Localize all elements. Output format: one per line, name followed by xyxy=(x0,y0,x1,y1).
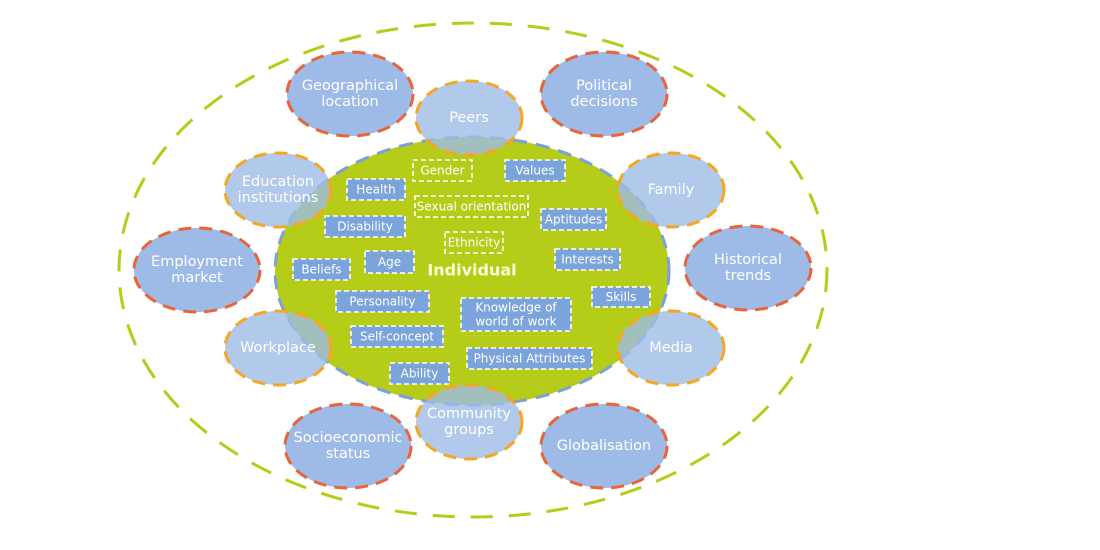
factor-label: Interests xyxy=(561,252,614,266)
individual-factor-personality: Personality xyxy=(335,290,430,313)
societal-factor-shape xyxy=(283,402,413,490)
individual-factor-aptitudes: Aptitudes xyxy=(540,208,607,231)
factor-box xyxy=(324,215,406,238)
social-factor-shape xyxy=(223,309,333,387)
societal-factor-shape xyxy=(285,50,415,138)
social-factor-peers: Peers xyxy=(414,79,524,157)
social-factor-label: Media xyxy=(649,340,693,356)
social-factor-label: Workplace xyxy=(240,340,316,356)
factor-label: Aptitudes xyxy=(545,212,602,226)
social-factor-shape xyxy=(616,309,726,387)
factor-box xyxy=(389,362,450,385)
social-factor-workplace: Workplace xyxy=(223,309,333,387)
social-factor-shape xyxy=(223,151,333,229)
factor-label: Health xyxy=(356,182,395,196)
social-factor-label: Family xyxy=(648,182,695,198)
factor-box xyxy=(335,290,430,313)
factor-label: Beliefs xyxy=(301,262,341,276)
social-factor-shape xyxy=(616,151,726,229)
individual-factor-skills: Skills xyxy=(591,286,651,308)
factor-label: Age xyxy=(378,255,401,269)
factor-box xyxy=(346,178,406,201)
factor-label: Disability xyxy=(337,219,393,233)
factor-label: Skills xyxy=(606,290,637,304)
individual-factor-health: Health xyxy=(346,178,406,201)
factor-box xyxy=(554,248,621,271)
factor-label: Values xyxy=(515,163,554,177)
individual-factor-physical-attributes: Physical Attributes xyxy=(466,347,593,370)
individual-factor-ethnicity: Ethnicity xyxy=(444,231,504,254)
societal-factor-shape xyxy=(683,224,813,312)
outer-boundary-ring xyxy=(117,21,829,519)
societal-factor-globalisation: Globalisation xyxy=(539,402,669,490)
factor-label: Gender xyxy=(420,163,464,177)
social-factor-family: Family xyxy=(616,151,726,229)
social-factor-media: Media xyxy=(616,309,726,387)
social-factor-label: Peers xyxy=(449,110,489,126)
factor-box xyxy=(414,195,529,218)
individual-factor-self-concept: Self-concept xyxy=(350,325,444,348)
societal-factor-shape xyxy=(132,226,262,314)
individual-factor-interests: Interests xyxy=(554,248,621,271)
factor-box xyxy=(540,208,607,231)
factor-box xyxy=(350,325,444,348)
individual-factor-disability: Disability xyxy=(324,215,406,238)
social-factor-shape xyxy=(414,79,524,157)
factor-label: Physical Attributes xyxy=(474,351,586,365)
factor-box xyxy=(504,159,566,182)
individual-factor-beliefs: Beliefs xyxy=(292,258,351,281)
factor-box xyxy=(460,297,572,332)
factor-label: Self-concept xyxy=(360,329,434,343)
individual-factor-values: Values xyxy=(504,159,566,182)
individual-factor-sexual-orientation: Sexual orientation xyxy=(414,195,529,218)
individual-factor-ability: Ability xyxy=(389,362,450,385)
societal-factor-shape xyxy=(539,402,669,490)
societal-factor-shape xyxy=(539,50,669,138)
factor-box xyxy=(591,286,651,308)
individual-factor-gender: Gender xyxy=(412,159,473,182)
factor-label: Personality xyxy=(349,294,415,308)
individual-label: Individual xyxy=(427,261,516,280)
factor-label: Ethnicity xyxy=(448,235,501,249)
factor-box xyxy=(292,258,351,281)
factor-box xyxy=(466,347,593,370)
factor-label: Ability xyxy=(401,366,439,380)
societal-factor-label: Globalisation xyxy=(557,438,652,454)
factor-label: Sexual orientation xyxy=(417,199,527,213)
factor-box xyxy=(364,250,415,274)
factor-box xyxy=(444,231,504,254)
individual-factor-age: Age xyxy=(364,250,415,274)
social-factor-shape xyxy=(414,383,524,461)
